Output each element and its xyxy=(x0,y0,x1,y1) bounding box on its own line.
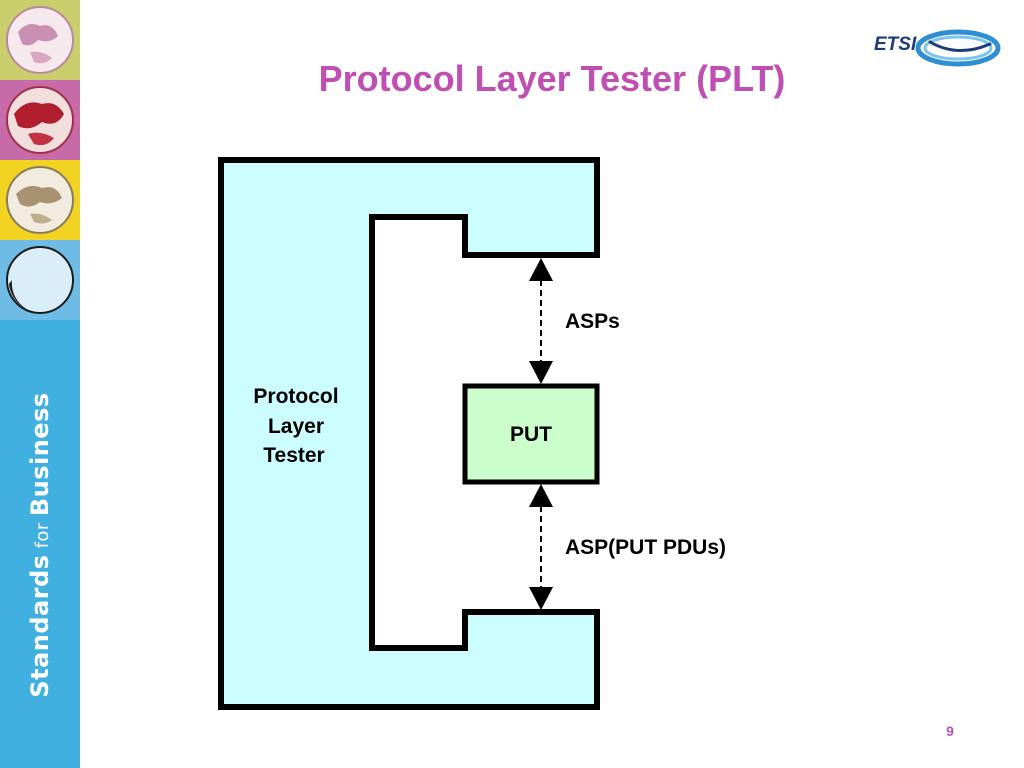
lower-asp-arrow xyxy=(529,484,553,610)
lower-link-label: ASP(PUT PDUs) xyxy=(565,536,726,559)
logo-text: ETSI xyxy=(874,34,917,55)
etsi-logo: ETSI xyxy=(872,22,1004,74)
tester-label-line-2: Layer xyxy=(268,415,324,438)
globe-tile-3 xyxy=(0,160,80,240)
page-title: Protocol Layer Tester (PLT) xyxy=(318,58,786,99)
globe-tile-2 xyxy=(0,80,80,160)
globe-tile-1 xyxy=(0,0,80,80)
page-number: 9 xyxy=(946,723,954,739)
tester-label-line-1: Protocol xyxy=(253,385,338,408)
upper-asp-arrow xyxy=(529,258,553,384)
sidebar: StandardsforBusiness xyxy=(0,0,80,768)
globe-icon xyxy=(6,166,74,234)
upper-link-label: ASPs xyxy=(565,310,620,333)
tester-block xyxy=(218,157,600,710)
put-box xyxy=(462,383,600,485)
globe-icon xyxy=(6,6,74,74)
globe-icon xyxy=(6,86,74,154)
globe-icon xyxy=(6,246,74,314)
tester-label-line-3: Tester xyxy=(263,444,324,467)
globe-tile-4 xyxy=(0,240,80,320)
put-label: PUT xyxy=(510,423,552,446)
